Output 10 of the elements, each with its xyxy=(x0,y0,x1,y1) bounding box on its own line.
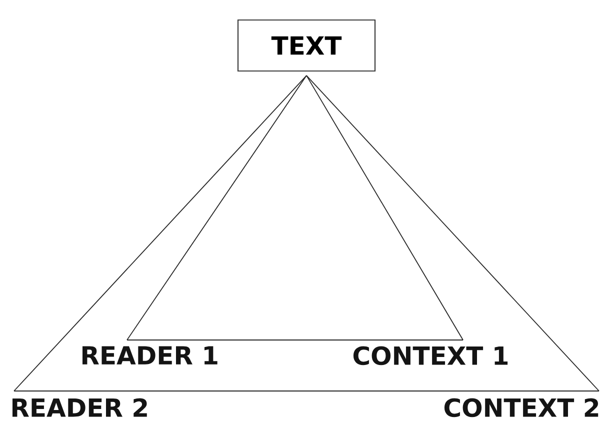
triangle-line xyxy=(14,75,307,392)
corner-label: CONTEXT 1 xyxy=(353,346,508,366)
triangle-line xyxy=(126,75,307,340)
triangle-line xyxy=(14,390,600,392)
corner-label: CONTEXT 2 xyxy=(444,398,598,418)
corner-label: READER 1 xyxy=(82,346,218,364)
text-box: TEXT xyxy=(237,19,376,72)
triangle-line xyxy=(306,75,600,392)
triangle-line xyxy=(306,75,464,340)
corner-label: READER 2 xyxy=(12,398,147,417)
